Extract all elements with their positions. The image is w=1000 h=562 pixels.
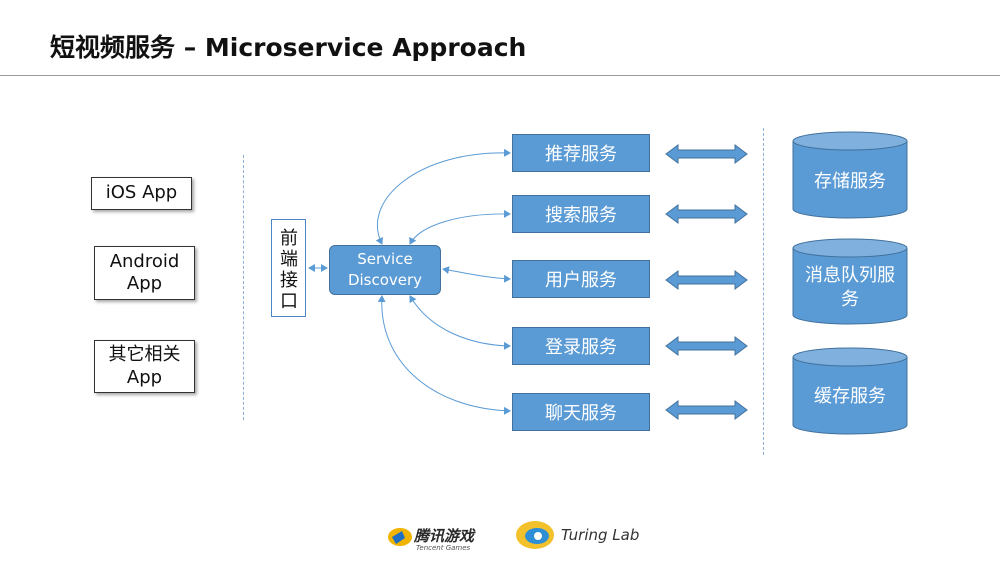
- storage-service-label: 存储服务: [814, 171, 886, 192]
- double-arrow-1: [665, 144, 748, 164]
- service-login: 登录服务: [512, 327, 650, 365]
- cache-cylinder: [792, 347, 908, 435]
- link-sd-user: [442, 266, 511, 283]
- turing-lab-label: Turing Lab: [561, 526, 640, 544]
- link-sd-chat: [377, 295, 511, 415]
- frontend-interface-box: 前端接口: [271, 219, 306, 317]
- service-search: 搜索服务: [512, 195, 650, 233]
- mq-cylinder: [792, 238, 908, 325]
- double-arrow-5: [665, 400, 748, 420]
- cache-service-label: 缓存服务: [814, 386, 886, 407]
- service-discovery-box: Service Discovery: [329, 245, 441, 295]
- client-ios-app: iOS App: [91, 177, 192, 210]
- tencent-games-en: Tencent Games: [416, 544, 471, 552]
- link-sd-search: [409, 209, 511, 245]
- service-recommend: 推荐服务: [512, 134, 650, 172]
- link-sd-recommend: [375, 148, 511, 245]
- turing-lab-logo-icon: [516, 521, 554, 549]
- service-user: 用户服务: [512, 260, 650, 298]
- service-discovery-label: Service Discovery: [347, 250, 423, 289]
- title-divider: [0, 75, 1000, 76]
- client-other-apps: 其它相关 App: [94, 340, 195, 393]
- double-arrow-4: [665, 336, 748, 356]
- tencent-logo-icon: [388, 528, 412, 546]
- client-separator-line: [243, 155, 244, 420]
- service-chat: 聊天服务: [512, 393, 650, 431]
- client-android-app: Android App: [94, 246, 195, 300]
- mq-service-label: 消息队列服务: [805, 265, 895, 311]
- storage-cylinder: [792, 131, 908, 219]
- link-sd-login: [409, 295, 511, 350]
- tencent-games-cn: 腾讯游戏: [414, 527, 475, 545]
- storage-separator-line: [763, 128, 764, 455]
- double-arrow-2: [665, 204, 748, 224]
- slide-title: 短视频服务 – Microservice Approach: [50, 33, 527, 62]
- double-arrow-3: [665, 270, 748, 290]
